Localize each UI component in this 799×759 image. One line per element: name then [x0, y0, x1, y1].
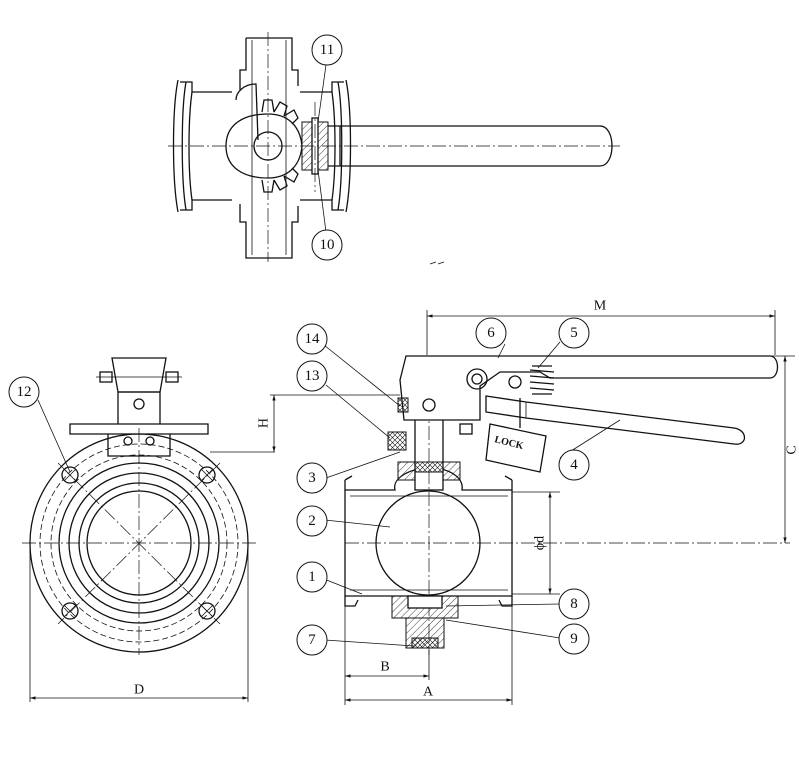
bubble-14-label: 14	[305, 331, 321, 347]
dim-c-label: C	[785, 445, 799, 454]
bubble-4: 4	[558, 449, 590, 481]
bubble-1: 1	[296, 561, 328, 593]
bubble-8: 8	[558, 588, 590, 620]
section-view	[344, 355, 790, 655]
bubble-12-label: 12	[17, 384, 32, 400]
dim-D-label: D	[134, 683, 144, 698]
bubble-2: 2	[296, 505, 328, 537]
bubble-10-label: 10	[320, 237, 335, 253]
bubble-8-label: 8	[570, 596, 578, 612]
part-bubbles: 11 10 12 14 13 3 2 1	[8, 34, 590, 656]
bubble-3: 3	[296, 462, 328, 494]
bubble-9: 9	[558, 623, 590, 655]
bubble-6-label: 6	[487, 325, 495, 341]
dim-b-label: B	[380, 660, 389, 675]
bubble-1-label: 1	[308, 569, 316, 585]
bubble-13: 13	[296, 360, 328, 392]
dim-m-label: M	[594, 299, 607, 314]
bubble-9-label: 9	[570, 631, 578, 647]
bubble-11-label: 11	[320, 42, 334, 58]
dimension-lines	[29, 310, 795, 705]
bubble-5-label: 5	[570, 325, 578, 341]
bubble-12: 12	[8, 376, 40, 408]
bubble-11: 11	[311, 34, 343, 66]
dim-a-label: A	[423, 685, 434, 700]
dim-d-label: ϕd	[533, 536, 548, 550]
bubble-5: 5	[558, 317, 590, 349]
bubble-4-label: 4	[570, 457, 578, 473]
dim-h-label: H	[257, 418, 272, 428]
bubble-2-label: 2	[308, 513, 316, 529]
flange-view	[22, 357, 275, 655]
bubble-7: 7	[296, 624, 328, 656]
bubble-13-label: 13	[305, 368, 320, 384]
bubble-6: 6	[475, 317, 507, 349]
top-view	[168, 32, 620, 265]
bubble-7-label: 7	[308, 632, 316, 648]
bubble-14: 14	[296, 323, 328, 355]
bubble-10: 10	[311, 229, 343, 261]
bubble-3-label: 3	[308, 470, 316, 486]
